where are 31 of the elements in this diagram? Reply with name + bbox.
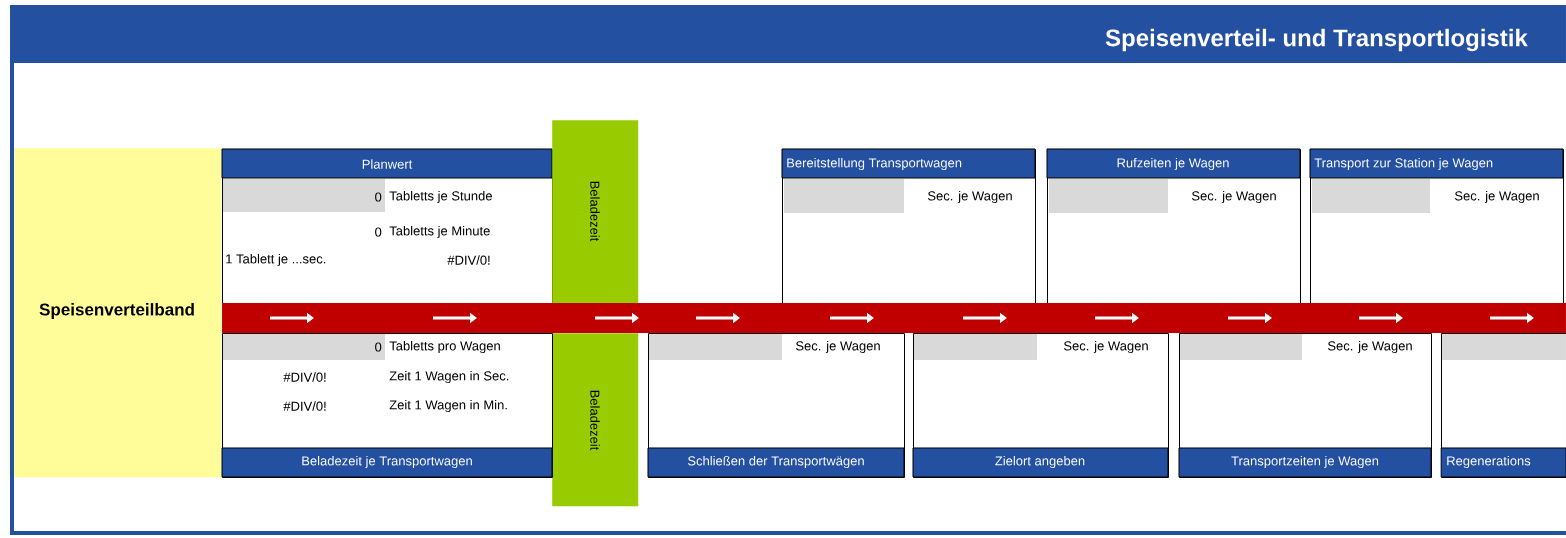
cell-text: 0 <box>375 227 382 237</box>
cell-text: Sec. je Wagen <box>795 340 880 354</box>
cell-text: Tabletts je Minute <box>389 225 490 239</box>
header-label: Schließen der Transportwägen <box>687 455 864 469</box>
cell-text: 0 <box>375 342 382 352</box>
side-label: Speisenverteilband <box>39 303 194 319</box>
header-label: Planwert <box>362 159 413 169</box>
phase-label: Beladezeit <box>590 390 600 451</box>
cell-text: Sec. je Wagen <box>1454 190 1539 204</box>
cell-text: 0 <box>375 192 382 202</box>
cell-text: Sec. je Wagen <box>1063 340 1148 354</box>
header-label: Transportzeiten je Wagen <box>1231 455 1379 469</box>
cell-text: Sec. je Wagen <box>1327 340 1412 354</box>
header-label: Bereitstellung Transportwagen <box>787 157 962 171</box>
title-bar: Speisenverteil- und Transportlogistik <box>10 5 1566 63</box>
cell-text: Tabletts je Stunde <box>389 190 492 204</box>
cell-text: 1 Tablett je ...sec. <box>226 253 326 267</box>
cell-text: #DIV/0! <box>447 255 490 265</box>
cell-text: Tabletts pro Wagen <box>389 340 500 354</box>
header-label: Zielort angeben <box>995 455 1085 469</box>
cell-text: Zeit 1 Wagen in Sec. <box>389 370 509 384</box>
header-label: Transport zur Station je Wagen <box>1314 157 1493 171</box>
cell-text: Sec. je Wagen <box>1191 190 1276 204</box>
header-label: Rufzeiten je Wagen <box>1117 157 1229 171</box>
phase-label: Beladezeit <box>590 181 600 242</box>
header-label: Regenerations <box>1447 455 1531 469</box>
cell-text: Zeit 1 Wagen in Min. <box>389 399 507 413</box>
cell-text: Sec. je Wagen <box>927 190 1012 204</box>
cell-text: #DIV/0! <box>283 372 326 382</box>
header-label: Beladezeit je Transportwagen <box>302 455 472 469</box>
cell-text: #DIV/0! <box>283 401 326 411</box>
